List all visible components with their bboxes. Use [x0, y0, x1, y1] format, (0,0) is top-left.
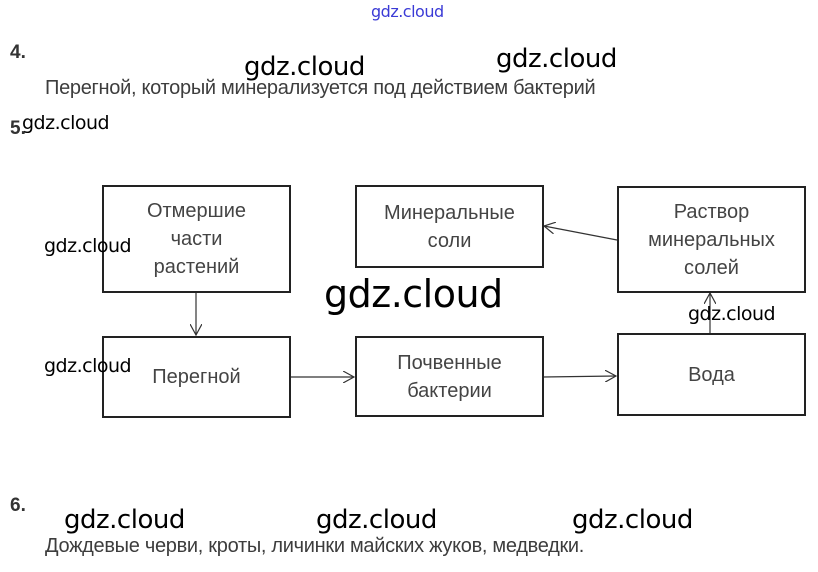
box-mineral-solution: Раствор минеральных солей: [617, 186, 806, 293]
box-water: Вода: [617, 333, 806, 416]
question-5-number: 5.: [10, 118, 26, 139]
box-mineral-salts: Минеральные соли: [355, 185, 544, 268]
watermark: gdz.cloud: [496, 44, 617, 74]
arrow-bacteria-to-water: [542, 376, 616, 377]
question-6-answer: Дождевые черви, кроты, личинки майских ж…: [45, 535, 585, 557]
watermark: gdz.cloud: [688, 303, 776, 325]
box-soil-bacteria: Почвенные бактерии: [355, 336, 544, 417]
question-4-number: 4.: [10, 42, 26, 63]
watermark: gdz.cloud: [44, 235, 132, 257]
box-dead-plant-parts: Отмершие части растений: [102, 185, 291, 293]
top-watermark: gdz.cloud: [371, 2, 444, 21]
question-6-number: 6.: [10, 495, 26, 516]
watermark: gdz.cloud: [64, 505, 185, 535]
watermark: gdz.cloud: [22, 112, 110, 134]
watermark: gdz.cloud: [572, 505, 693, 535]
question-4-answer: Перегной, который минерализуется под дей…: [45, 77, 596, 99]
watermark: gdz.cloud: [316, 505, 437, 535]
arrow-solution-to-salts: [544, 226, 618, 241]
watermark: gdz.cloud: [244, 52, 365, 82]
watermark: gdz.cloud: [44, 355, 132, 377]
box-humus: Перегной: [102, 336, 291, 418]
watermark: gdz.cloud: [324, 272, 503, 316]
